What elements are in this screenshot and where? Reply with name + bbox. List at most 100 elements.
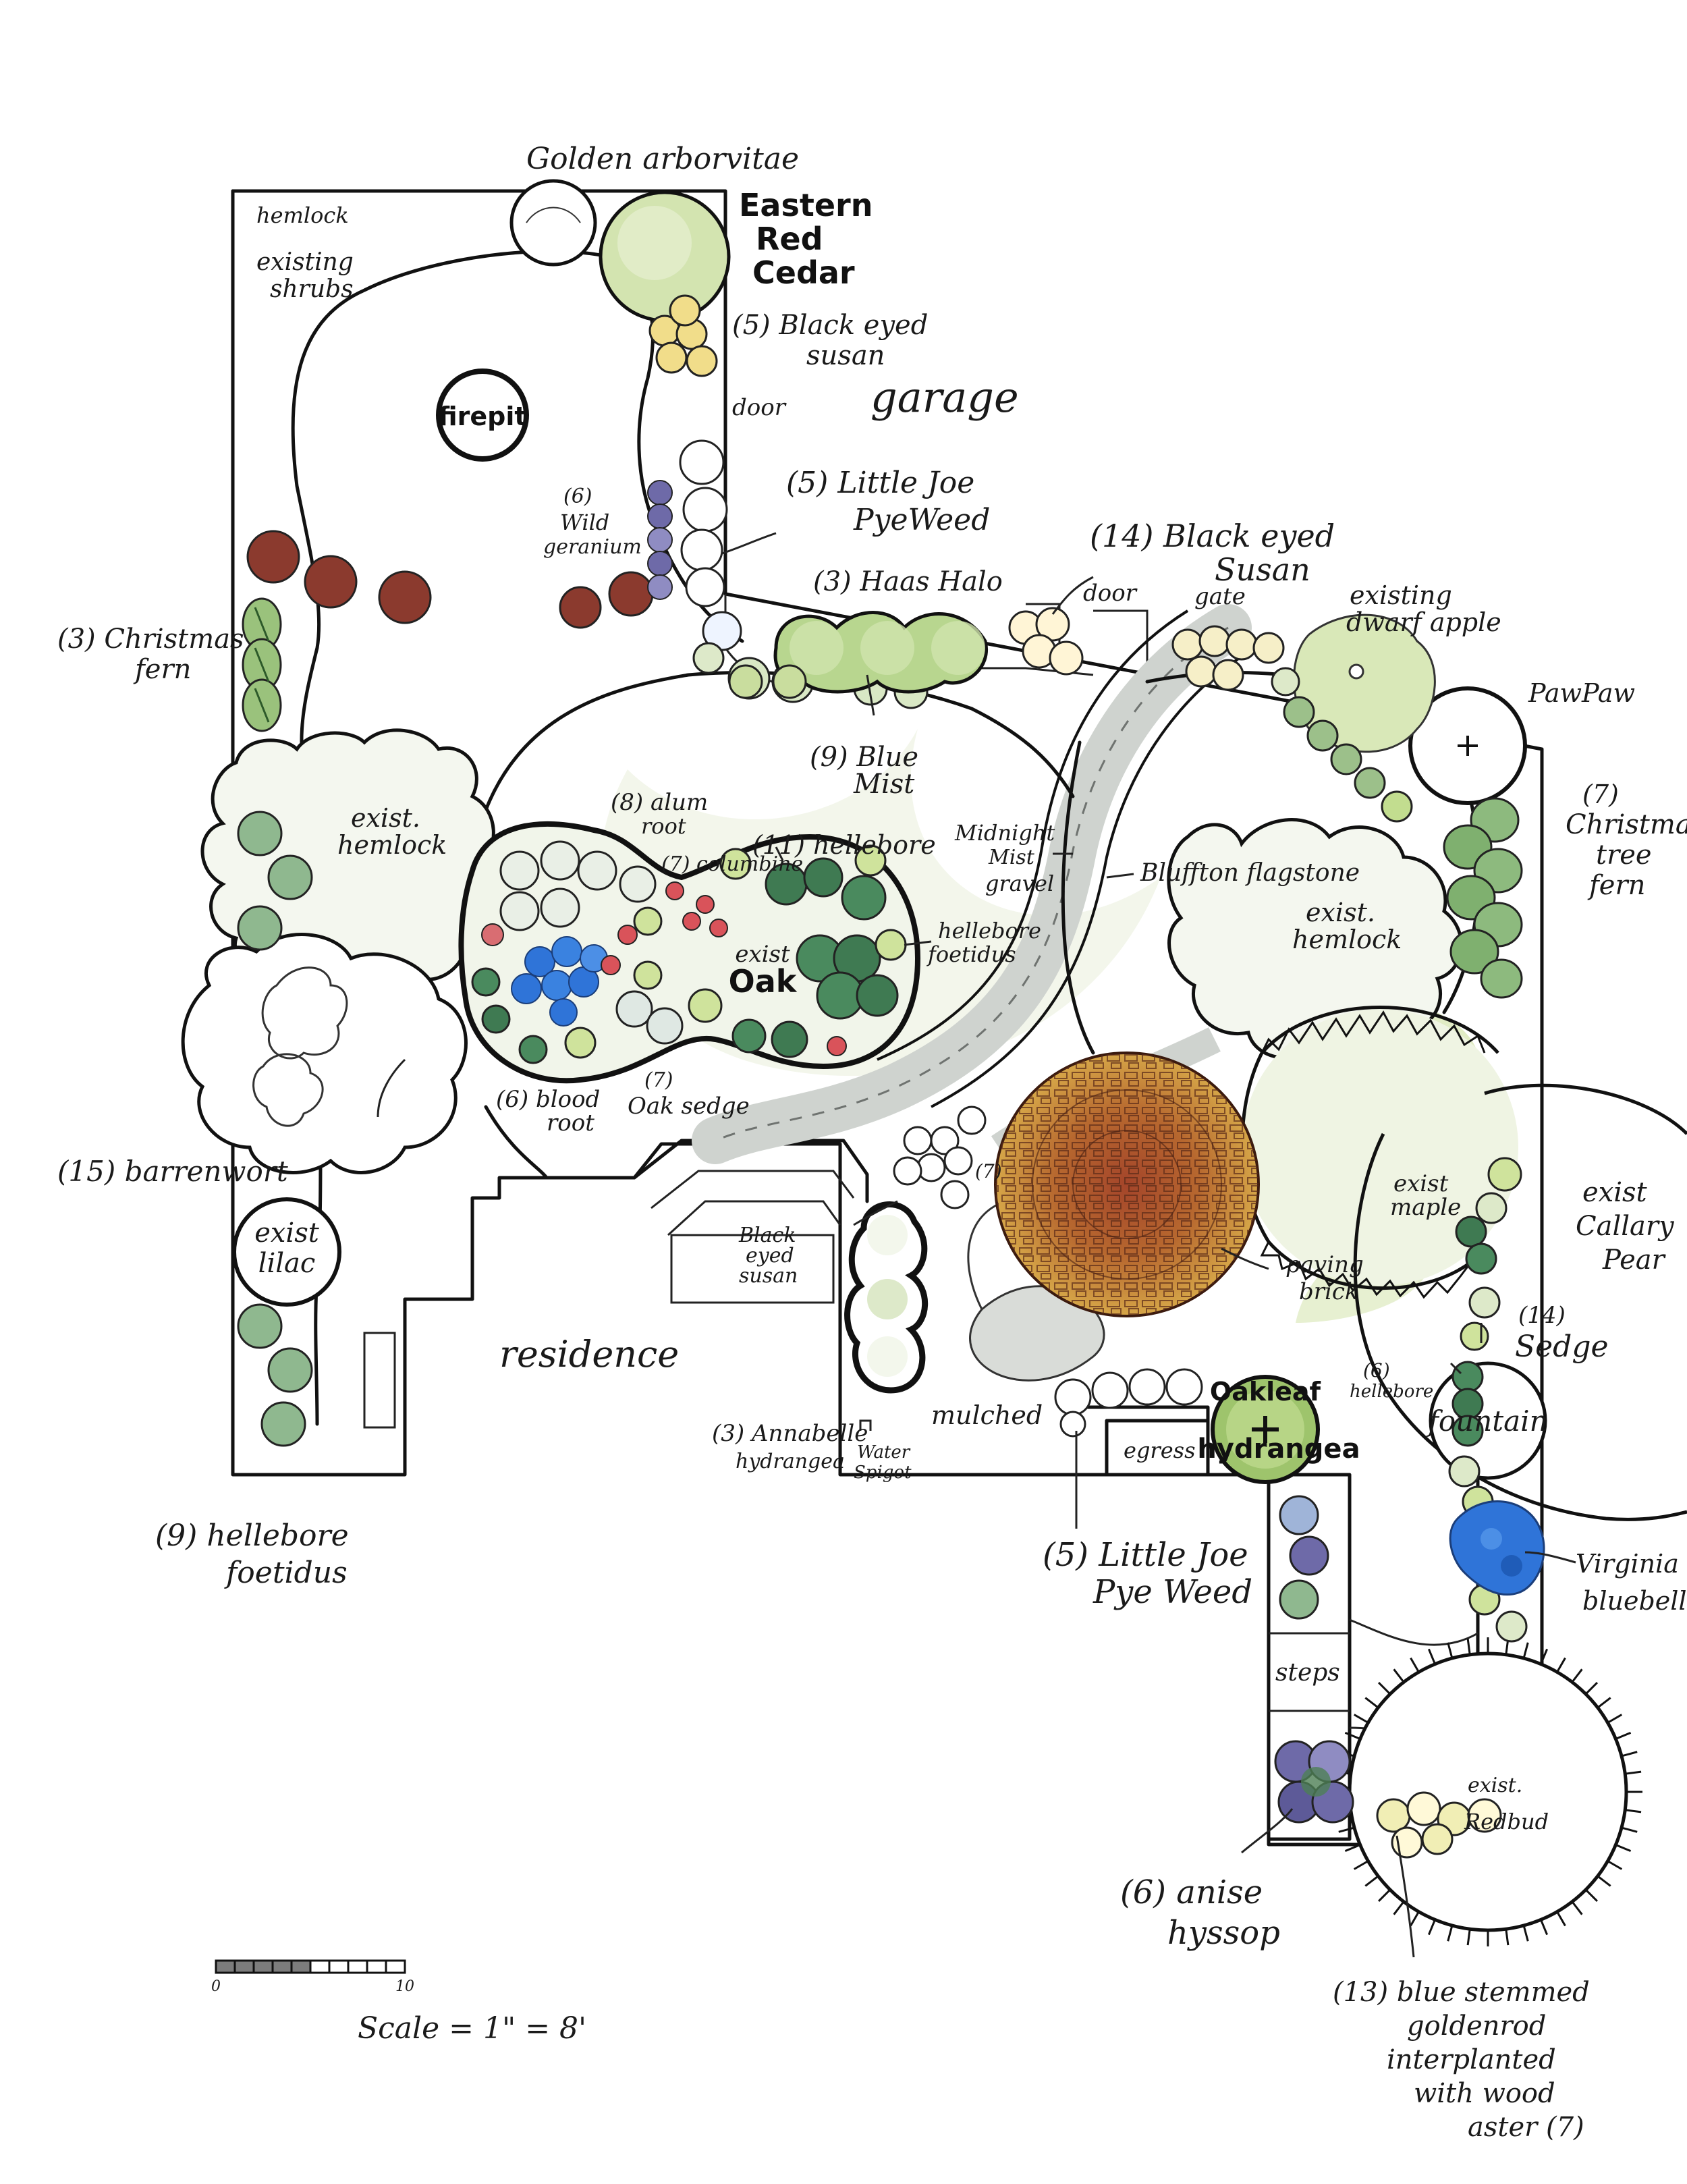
label-xmas-tree-fern-2: Christmas — [1566, 809, 1687, 840]
scale-zero-label: 0 — [211, 1978, 221, 1995]
redbud-canopy-spike — [1338, 1826, 1355, 1833]
label-alum-root-2: root — [641, 813, 686, 839]
paving-brick-patio — [994, 1052, 1260, 1317]
black-eyed-susan-top — [648, 294, 718, 377]
label-bes-small-2: eyed — [746, 1244, 794, 1267]
label-mulched: mulched — [931, 1400, 1043, 1430]
label-hellebore-foetidus-mid-2: foetidus — [927, 941, 1016, 967]
label-fountain: fountain — [1426, 1404, 1547, 1438]
redbud-canopy-spike — [1571, 1901, 1583, 1915]
label-anise-hyssop-1: (6) anise — [1120, 1874, 1263, 1911]
redbud-canopy-spike — [1522, 1925, 1529, 1942]
label-gate: gate — [1194, 583, 1246, 610]
label-sedge14-2: Sedge — [1515, 1330, 1609, 1364]
label-callary-pear-3: Pear — [1602, 1245, 1667, 1276]
label-hemlock-corner: hemlock — [256, 202, 349, 228]
curved-bed-row — [692, 642, 807, 699]
label-callary-pear-2: Callary — [1576, 1211, 1675, 1242]
blue-stemmed-goldenrod — [1376, 1791, 1502, 1859]
redbud-canopy-spike — [1505, 1929, 1510, 1946]
label-goldenrod-2: goldenrod — [1407, 2011, 1546, 2042]
egress-purple-plants — [1279, 1495, 1329, 1620]
little-joe-pye-weed-top — [679, 439, 742, 651]
redbud-canopy-spike — [1427, 1919, 1436, 1936]
label-exist-oak-1: exist — [735, 941, 790, 968]
label-annabelle-2: hydrangea — [736, 1450, 845, 1473]
label-exist-lilac-2: lilac — [258, 1248, 316, 1279]
redbud-canopy-spike — [1427, 1648, 1436, 1665]
water-spigot-marker — [859, 1419, 872, 1431]
hellebore-eleven — [731, 857, 899, 1058]
redbud-canopy-spike — [1410, 1657, 1420, 1673]
label-little-joe-top-1: (5) Little Joe — [786, 466, 974, 500]
redbud-canopy-spike — [1378, 1682, 1391, 1695]
exist-callary-pear-tree — [1353, 1083, 1687, 1521]
annabelle-hydrangea — [844, 1201, 929, 1394]
label-water-spigot-1: Water — [857, 1442, 911, 1463]
label-hellebore-foetidus-mid-1: hellebore — [938, 918, 1041, 944]
redbud-canopy-spike — [1584, 1888, 1598, 1902]
label-egress: egress — [1124, 1438, 1196, 1463]
label-residence: residence — [499, 1333, 679, 1375]
label-dwarf-apple-2: dwarf apple — [1346, 607, 1501, 637]
label-midnight-mist-2: Mist — [988, 846, 1035, 869]
label-virginia-bluebell-1: Virginia — [1576, 1549, 1679, 1579]
redbud-canopy-spike — [1466, 1929, 1471, 1946]
label-exist-maple-2: maple — [1390, 1194, 1461, 1221]
label-eastern-red-cedar-1: Eastern — [739, 187, 873, 223]
redbud-canopy-spike — [1556, 1911, 1566, 1927]
exist-maple-tree — [1240, 1006, 1518, 1299]
label-door-2: door — [1083, 580, 1138, 607]
christmas-tree-fern-east — [1443, 797, 1523, 999]
label-dwarf-apple-1: existing — [1350, 580, 1452, 610]
golden-arborvitae-tree — [509, 179, 597, 267]
redbud-canopy-spike — [1556, 1657, 1566, 1673]
redbud-canopy-spike — [1607, 1714, 1623, 1724]
label-xmas-tree-fern-3: tree — [1596, 840, 1652, 871]
label-wild-geranium-3: geranium — [543, 535, 642, 559]
label-bes14-2: Susan — [1215, 551, 1310, 588]
black-eyed-susan-gate — [1008, 607, 1285, 691]
existing-shrub-west — [181, 933, 468, 1174]
redbud-canopy-spike — [1571, 1668, 1583, 1683]
label-exist-hemlock-west-1: exist. — [351, 803, 420, 833]
label-little-joe-bottom-2: Pye Weed — [1093, 1573, 1252, 1611]
label-firepit: firepit — [438, 402, 526, 431]
label-exist-oak-2: Oak — [729, 963, 798, 1000]
label-bluffton-flagstone: Bluffton flagstone — [1140, 859, 1360, 887]
label-annabelle-1: (3) Annabelle — [712, 1420, 868, 1447]
label-blue-mist-2: Mist — [853, 769, 915, 800]
label-existing-shrubs-2: shrubs — [270, 275, 354, 303]
redbud-canopy-spike — [1353, 1714, 1369, 1724]
label-hellebore9-1: (9) hellebore — [155, 1519, 349, 1553]
redbud-canopy-spike — [1607, 1860, 1623, 1870]
redbud-canopy-spike — [1466, 1638, 1471, 1655]
label-goldenrod-3: interplanted — [1387, 2044, 1556, 2075]
existing-shrubs-row — [246, 530, 654, 629]
redbud-canopy-spike — [1597, 1697, 1611, 1709]
label-barrenwort: (15) barrenwort — [57, 1155, 288, 1188]
hellebore-six — [1451, 1216, 1497, 1447]
label-xmas-tree-fern-1: (7) — [1582, 780, 1619, 809]
label-goldenrod-5: aster (7) — [1468, 2112, 1584, 2143]
virginia-bluebell — [1449, 1500, 1545, 1596]
redbud-canopy-spike — [1625, 1809, 1642, 1813]
label-callary-pear-1: exist — [1582, 1177, 1648, 1208]
label-eastern-red-cedar-3: Cedar — [752, 254, 855, 291]
scale-label: Scale = 1" = 8' — [358, 2011, 586, 2046]
christmas-fern-west — [242, 597, 282, 732]
label-blue-mist-1: (9) Blue — [810, 742, 918, 773]
label-little-joe-top-2: PyeWeed — [853, 503, 990, 537]
label-christmas-fern-1: (3) Christmas — [57, 624, 244, 655]
haas-halo-row — [773, 611, 988, 694]
label-haas-halo: (3) Haas Halo — [813, 566, 1003, 597]
label-oakleaf-1: Oakleaf — [1210, 1377, 1321, 1407]
label-hellebore6-1: (6) — [1363, 1359, 1390, 1382]
label-redbud-1: exist. — [1468, 1774, 1522, 1797]
label-virginia-bluebell-2: bluebell — [1582, 1586, 1687, 1616]
label-midnight-mist-3: gravel — [985, 871, 1054, 896]
blue-flower-cluster — [511, 936, 608, 1027]
scale-ten-label: 10 — [395, 1978, 414, 1995]
label-door-garage: door — [732, 394, 787, 421]
